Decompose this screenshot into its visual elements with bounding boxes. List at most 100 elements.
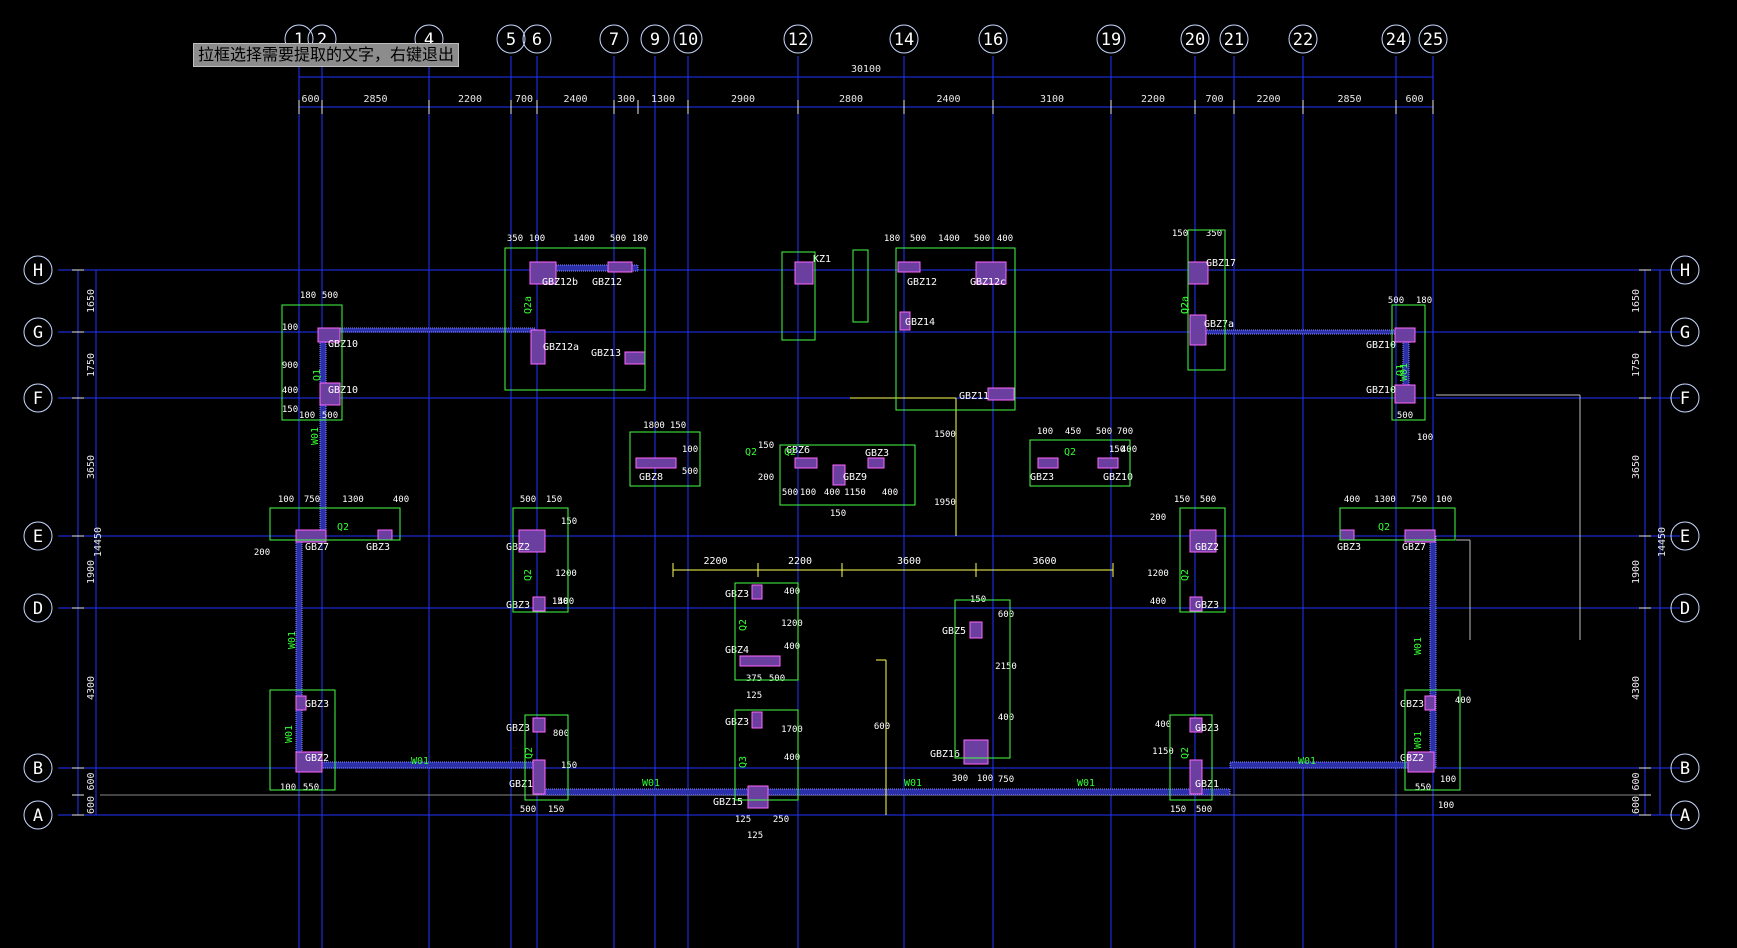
column-label: GBZ1: [1195, 779, 1219, 790]
axis-bubble-G-right: [1670, 317, 1700, 347]
column-label: GBZ3: [1337, 542, 1361, 553]
column-c6: [317, 327, 341, 343]
small-dim-text: 400: [998, 713, 1014, 723]
column-c30: [739, 655, 781, 667]
column-c24: [532, 596, 546, 612]
q-label: Q2: [524, 747, 535, 759]
axis-label-25: 25: [1423, 30, 1443, 50]
dim-frame: [1179, 507, 1226, 613]
column-label: GBZ3: [725, 589, 749, 600]
column-label: GBZ12: [592, 277, 622, 288]
small-dim-text: 150: [552, 597, 568, 607]
axis-label-G-left: G: [33, 323, 43, 343]
column-label: GBZ3: [725, 717, 749, 728]
column-label: GBZ11: [959, 391, 989, 402]
top-dim-text: 3100: [1040, 94, 1064, 105]
axis-bubble-14: [889, 24, 919, 54]
column-c25: [1189, 529, 1217, 553]
axis-label-6: 6: [532, 30, 542, 50]
axis-bubble-A-right: [1670, 800, 1700, 830]
column-c8: [624, 351, 646, 365]
axis-bubble-20: [1180, 24, 1210, 54]
small-dim-text: 300: [952, 774, 968, 784]
small-dim-text: 900: [282, 361, 298, 371]
small-dim-text: 100: [280, 783, 296, 793]
axis-bubble-E-left: [23, 521, 53, 551]
column-c33: [532, 717, 546, 733]
small-dim-text: 1400: [573, 234, 595, 244]
axis-label-22: 22: [1293, 30, 1313, 50]
axis-label-H-left: H: [33, 261, 43, 281]
axis-bubble-12: [783, 24, 813, 54]
small-dim-text: 100: [682, 445, 698, 455]
axis-label-1: 1: [294, 30, 304, 50]
axis-bubble-B-left: [23, 753, 53, 783]
wall-label: W01: [287, 631, 298, 649]
column-c4: [975, 261, 1007, 285]
side-dim-text: 1650: [86, 289, 97, 313]
small-dim-text: 500: [769, 674, 785, 684]
q-label: Q2: [784, 447, 796, 458]
small-dim-text: 400: [1121, 445, 1137, 455]
small-dim-text: 1950: [934, 498, 956, 508]
axis-label-5: 5: [506, 30, 516, 50]
axis-label-16: 16: [983, 30, 1003, 50]
column-label: GBZ8: [639, 472, 663, 483]
column-label: GBZ3: [1195, 723, 1219, 734]
axis-label-12: 12: [788, 30, 808, 50]
small-dim-text: 100: [278, 495, 294, 505]
column-c13: [987, 387, 1015, 401]
mid-dim-text: 3600: [897, 556, 921, 567]
small-dim-text: 150: [548, 805, 564, 815]
small-dim-text: 500: [610, 234, 626, 244]
top-dim-text: 2200: [1141, 94, 1165, 105]
dim-frame: [1404, 689, 1461, 791]
small-dim-text: 750: [1411, 495, 1427, 505]
column-c22: [377, 529, 393, 541]
small-dim-text: 150: [830, 509, 846, 519]
wall-label: W01: [1399, 363, 1410, 381]
overall-dim-text: 30100: [851, 64, 881, 75]
small-dim-text: 350: [1206, 229, 1222, 239]
small-dim-text: 400: [282, 386, 298, 396]
column-label: GBZ3: [506, 723, 530, 734]
small-dim-text: 400: [1150, 597, 1166, 607]
small-dim-text: 400: [558, 597, 574, 607]
side-dim-text: 1750: [1631, 353, 1642, 377]
axis-label-F-right: F: [1680, 389, 1690, 409]
small-dim-text: 500: [322, 291, 338, 301]
top-dim-text: 2900: [731, 94, 755, 105]
top-dim-text: 1300: [651, 94, 675, 105]
column-label: GBZ3: [366, 542, 390, 553]
small-dim-text: 350: [507, 234, 523, 244]
small-dim-text: 100: [299, 411, 315, 421]
column-c29: [751, 584, 763, 600]
axis-label-A-right: A: [1680, 806, 1690, 826]
column-c32: [295, 695, 307, 711]
q-label: Q2: [1064, 447, 1076, 458]
small-dim-text: 200: [758, 473, 774, 483]
axis-label-4: 4: [424, 30, 434, 50]
side-dim-text: 600: [1631, 796, 1642, 814]
small-dim-text: 200: [1150, 513, 1166, 523]
shear-wall: [1429, 535, 1437, 769]
top-dim-text: 2400: [936, 94, 960, 105]
small-dim-text: 125: [747, 831, 763, 841]
column-label: GBZ3: [1400, 699, 1424, 710]
small-dim-text: 150: [758, 441, 774, 451]
small-dim-text: 1800: [643, 421, 665, 431]
wall-label: W01: [411, 756, 429, 767]
shear-wall: [1194, 329, 1406, 335]
small-dim-text: 800: [553, 729, 569, 739]
dim-frame: [512, 507, 569, 613]
small-dim-text: 1200: [555, 569, 577, 579]
small-dim-text: 400: [997, 234, 1013, 244]
axis-bubble-25: [1418, 24, 1448, 54]
axis-bubble-7: [599, 24, 629, 54]
small-dim-text: 100: [800, 488, 816, 498]
small-dim-text: 180: [300, 291, 316, 301]
axis-bubble-21: [1219, 24, 1249, 54]
small-dim-text: 150: [1109, 445, 1125, 455]
small-dim-text: 600: [998, 610, 1014, 620]
